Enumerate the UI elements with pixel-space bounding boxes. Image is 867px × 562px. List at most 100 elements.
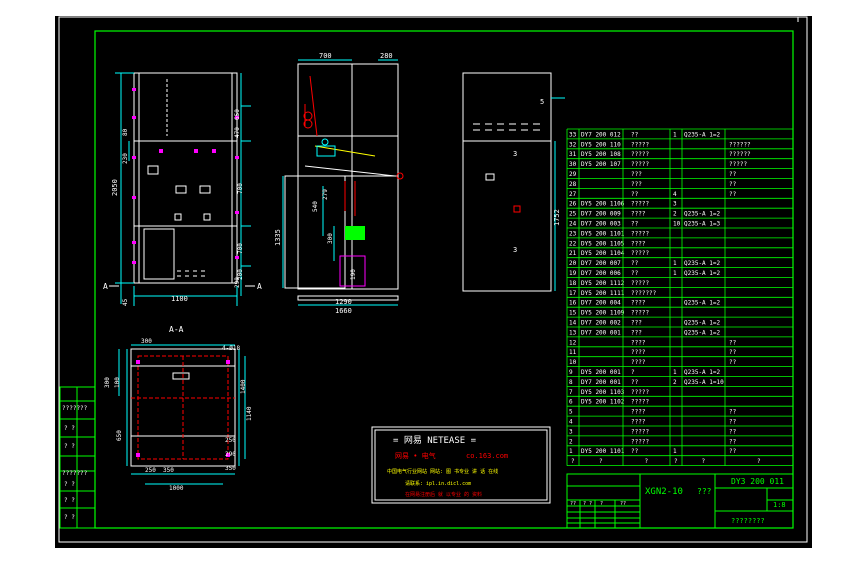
table-row-no: 9 [569,369,573,376]
table-row-no: 5 [569,409,573,416]
table-row-name: ????? [631,141,649,148]
title-name: ??? [697,487,712,496]
table-row-name: ???? [631,300,646,307]
table-row-material: Q235-A 1=2 [684,329,721,336]
plan-view: A-A 300 4-Ø18 300 100 650 1140 1400 250 [104,325,253,492]
title-model: XGN2-10 [645,487,683,497]
table-row-name: ??? [631,171,642,178]
plan-dim-250a: 250 [225,437,236,444]
table-row-name: ???? [631,409,646,416]
table-row-name: ??? [631,320,642,327]
table-row-remark: ?? [729,359,737,366]
table-row-no: 7 [569,389,573,396]
front-dim-470: 470 [234,127,241,138]
title-sheet: 1:8 [773,501,786,509]
table-row-no: 19 [569,270,577,277]
table-row-qty: 2 [673,211,677,218]
table-row-no: 1 [569,448,573,455]
front-dim-45: 45 [122,298,129,306]
table-row-name: ????? [631,399,649,406]
table-row-no: 2 [569,438,573,445]
side-dim-280: 280 [380,52,393,60]
table-row-no: 33 [569,131,577,138]
stamp-title: = 网易 NETEASE = [393,435,477,446]
plan-dim-1140: 1140 [246,406,253,421]
table-row-material: Q235-A 1=2 [684,300,721,307]
table-header-cell: ? [645,458,649,465]
table-row-no: 3 [569,428,573,435]
table-row-no: 20 [569,260,577,267]
table-row-name: ?? [631,131,639,138]
table-row-name: ?? [631,191,639,198]
table-header-cell: ? [571,458,575,465]
table-row-remark: ?? [729,339,737,346]
front-dim-700a: 700 [237,183,244,194]
sheet-outer-border [58,16,808,543]
table-row-remark: ?? [729,171,737,178]
plan-dim-300-left: 300 [104,377,111,388]
table-row-remark: ?????? [729,151,751,158]
table-row-no: 26 [569,201,577,208]
plan-dim-holes: 4-Ø18 [222,345,240,352]
title-block: XGN2-10 ??? DY3 200 011 1:8 ???????? ?? … [566,473,794,529]
side-dim-190: 190 [350,269,357,280]
netease-stamp: = 网易 NETEASE = 网易 • 电气 co.163.com 中国电气行业… [371,426,551,504]
table-row-code: DY7 200 009 [581,211,621,218]
table-row-name: ?? [631,221,639,228]
stamp-line1: 网易 • 电气 [395,451,436,460]
front-dim-80: 80 [122,128,129,136]
front-dim-230: 230 [122,153,129,164]
table-row-remark: ?? [729,409,737,416]
table-row-name: ???? [631,339,646,346]
side-stamp-5: ? ? [64,497,75,504]
table-row-name: ????? [631,250,649,257]
plan-dim-350b: 350 [225,465,236,472]
table-row-material: Q235-A 1=3 [684,221,721,228]
table-row-remark: ?? [729,419,737,426]
title-cell-2: ? [600,501,603,507]
stamp-line2: 中国电气行业网站 网站: 图 书专业 讲 话 在线 [387,468,498,475]
table-row-name: ????? [631,280,649,287]
side-view: 700 280 1290 1660 1335 540 279 300 190 [274,52,404,315]
table-row-name: ???? [631,240,646,247]
front-dim-650: 650 [234,109,241,120]
section-mark-left: A [103,282,108,291]
table-row-name: ???? [631,349,646,356]
table-row-no: 6 [569,399,573,406]
table-row-qty: 1 [673,270,677,277]
table-row-no: 11 [569,349,577,356]
table-row-material: Q235-A 1=2 [684,131,721,138]
table-row-code: DY7 200 004 [581,300,621,307]
table-row-qty: 10 [673,221,681,228]
table-row-remark: ?? [729,428,737,435]
table-header-cell: ? [757,458,761,465]
title-cell-1: ? ? [583,501,592,507]
plan-dim-300-top: 300 [141,338,152,345]
table-row-name: ???? [631,211,646,218]
table-row-code: DY7 200 001 [581,329,621,336]
table-row-code: DY5 200 1112 [581,280,625,287]
table-row-code: DY5 200 1111 [581,290,625,297]
title-cell-0: ?? [570,501,576,507]
plan-dim-290: 290 [225,451,236,458]
table-header-cell: ? [702,458,706,465]
table-row-name: ?? [631,270,639,277]
title-drawing-no: DY3 200 011 [731,477,784,486]
table-row-name: ? [631,369,635,376]
title-cell-3: ?? [620,501,626,507]
table-row-qty: 1 [673,369,677,376]
table-row-code: DY7 200 006 [581,270,621,277]
table-row-remark: ?? [729,438,737,445]
table-row-no: 12 [569,339,577,346]
side-stamp-1: ? ? [64,425,75,432]
side-stamp-3: ??????? [62,470,88,477]
section-title: A-A [169,325,184,334]
table-row-qty: 4 [673,191,677,198]
table-row-name: ????? [631,438,649,445]
table-row-no: 30 [569,161,577,168]
side-dim-300: 300 [327,233,334,244]
table-row-material: Q235-A 1=2 [684,369,721,376]
table-row-qty: 1 [673,448,677,455]
table-row-code: DY5 200 1106 [581,201,625,208]
table-row-code: DY5 200 1103 [581,389,625,396]
